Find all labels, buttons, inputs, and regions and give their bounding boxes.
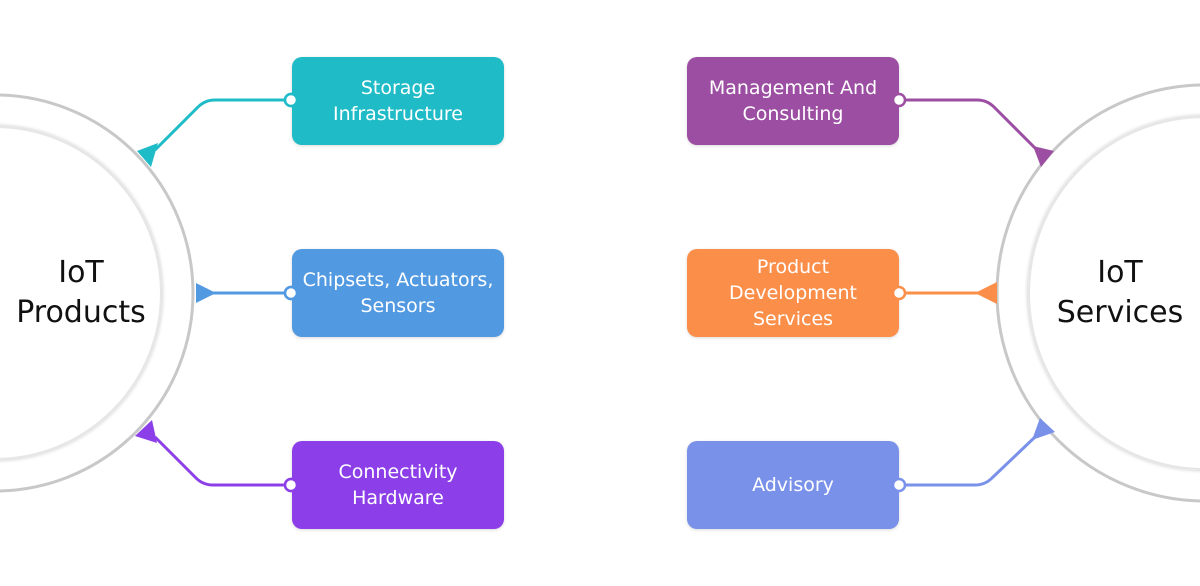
box-advisory[interactable]: Advisory	[687, 441, 899, 529]
box-chipsets-actuators-sensors[interactable]: Chipsets, Actuators, Sensors	[292, 249, 504, 337]
box-storage-infrastructure[interactable]: Storage Infrastructure	[292, 57, 504, 145]
arrow-icon	[1033, 146, 1054, 167]
left-hub-line1: IoT	[58, 255, 104, 290]
box-management-consulting[interactable]: Management And Consulting	[687, 57, 899, 145]
left-hub-line2: Products	[16, 295, 146, 330]
connector-connectivity	[135, 420, 291, 487]
right-hub-line2: Services	[1056, 295, 1184, 330]
box-label: Connectivity Hardware	[338, 461, 458, 509]
arrow-icon	[975, 282, 997, 304]
box-label: Product Development Services	[729, 256, 857, 330]
right-hub-circle	[995, 83, 1200, 503]
arrow-icon	[135, 420, 157, 443]
left-hub-circle	[0, 93, 195, 493]
box-label: Chipsets, Actuators, Sensors	[302, 269, 494, 317]
left-hub-label: IoT Products	[0, 253, 162, 333]
box-label: Storage Infrastructure	[332, 77, 463, 125]
right-hub-line1: IoT	[1097, 255, 1143, 290]
connector-chipsets	[196, 283, 291, 303]
connector-product-dev	[899, 282, 997, 304]
arrow-icon	[196, 283, 216, 303]
box-label: Advisory	[752, 474, 834, 496]
arrow-icon	[137, 143, 158, 167]
right-hub-label: IoT Services	[1040, 253, 1200, 333]
box-connectivity-hardware[interactable]: Connectivity Hardware	[292, 441, 504, 529]
box-product-development-services[interactable]: Product Development Services	[687, 249, 899, 337]
connector-storage	[137, 98, 291, 167]
arrow-icon	[1032, 418, 1055, 440]
connector-advisory	[899, 418, 1055, 487]
connector-management	[899, 98, 1054, 167]
box-label: Management And Consulting	[708, 77, 878, 125]
